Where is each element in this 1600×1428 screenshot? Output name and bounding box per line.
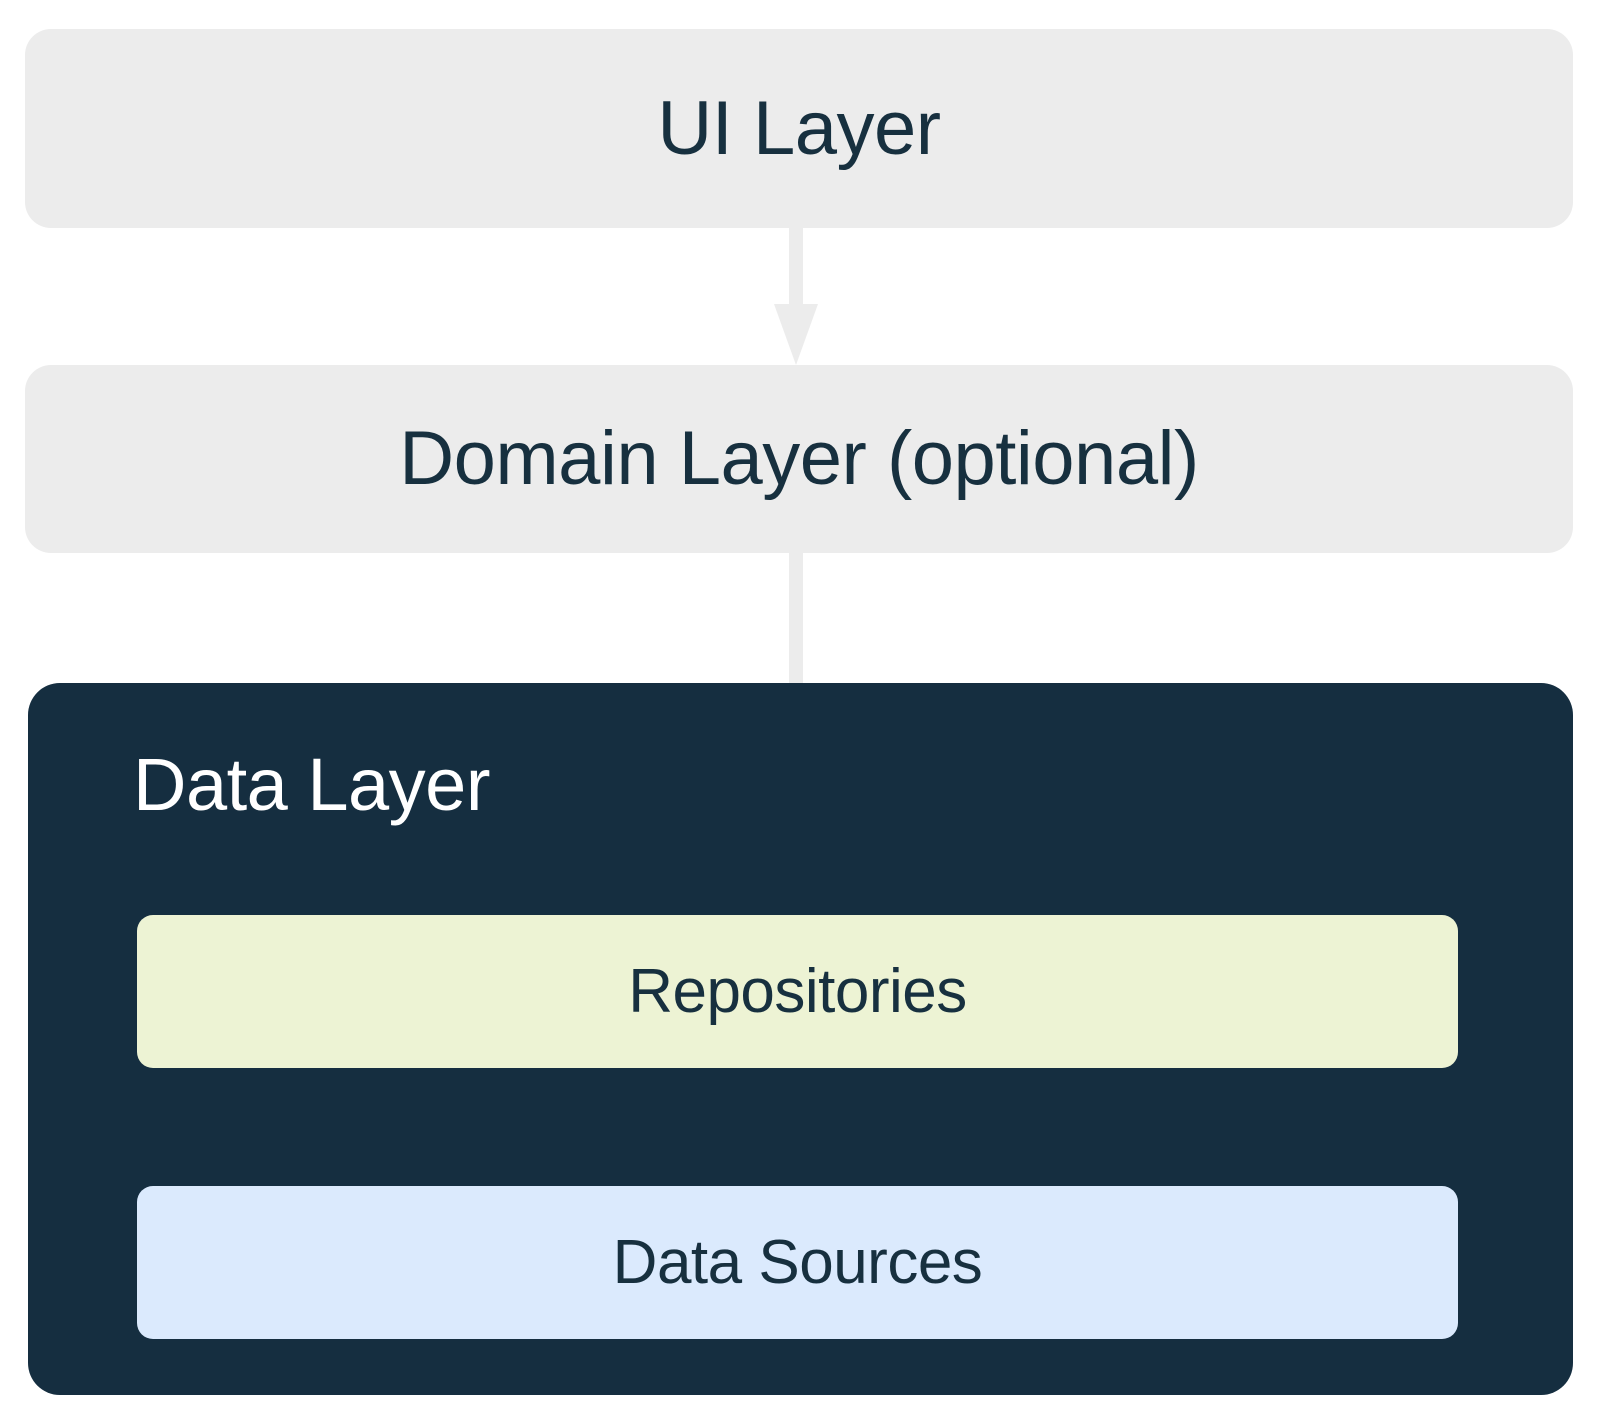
data-layer-label: Data Layer — [133, 743, 490, 826]
ui-layer-label: UI Layer — [657, 85, 941, 171]
repositories-box[interactable]: Repositories — [137, 915, 1458, 1068]
ui-layer-box[interactable]: UI Layer — [25, 29, 1573, 228]
domain-layer-box[interactable]: Domain Layer (optional) — [25, 365, 1573, 553]
domain-layer-label: Domain Layer (optional) — [399, 416, 1199, 501]
data-sources-label: Data Sources — [612, 1227, 983, 1297]
arrow-domain-to-repositories-upper — [789, 552, 803, 684]
repositories-label: Repositories — [628, 956, 967, 1026]
data-sources-box[interactable]: Data Sources — [137, 1186, 1458, 1339]
